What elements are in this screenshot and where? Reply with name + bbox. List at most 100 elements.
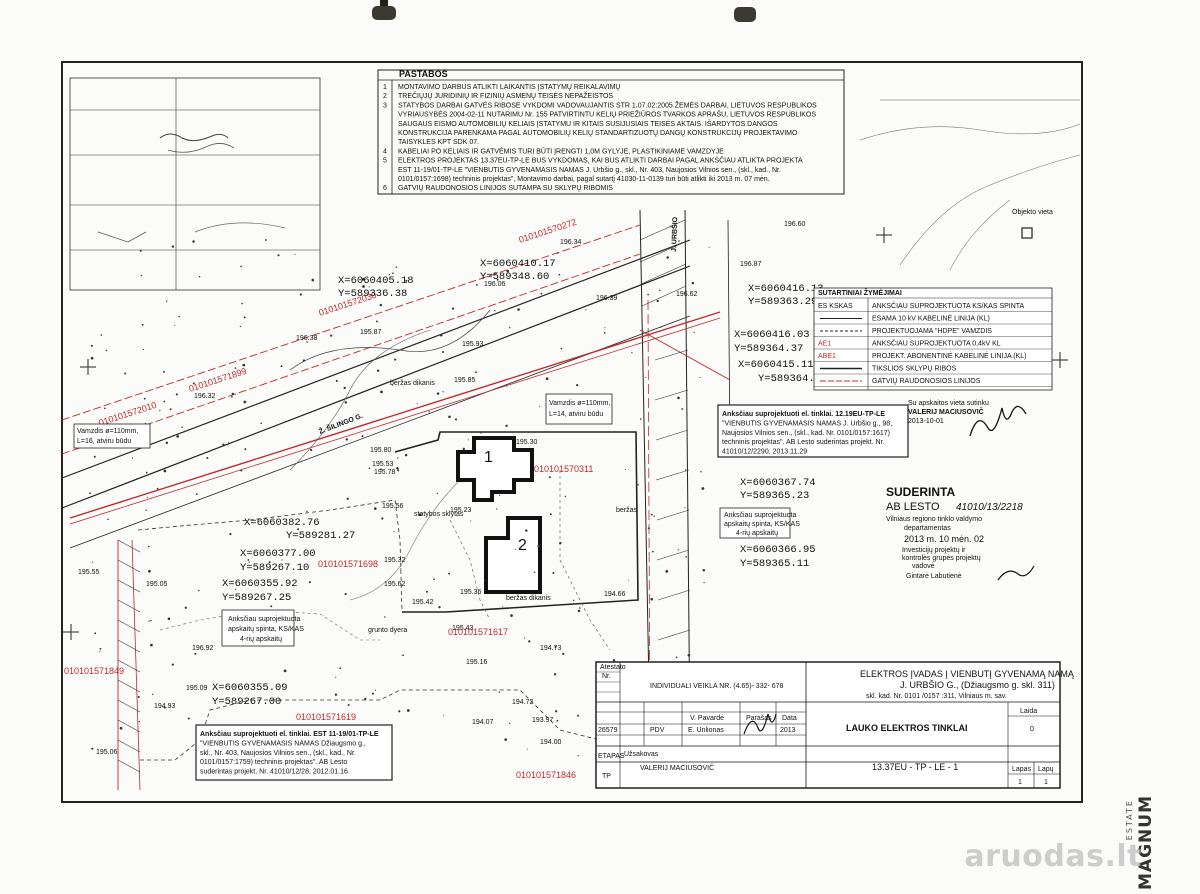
- callout-line: techninis projektas". AB Lesto suderinta…: [722, 439, 884, 446]
- svg-text:Anksčiau suprojektuota: Anksčiau suprojektuota: [724, 512, 796, 519]
- coord-x: X=6060355.09: [212, 682, 288, 694]
- coord-y: Y=589267.00: [212, 696, 281, 708]
- note-line: KABELIAI PO KELIAIS IR GATVĖMIS TURI BŪT…: [398, 146, 724, 155]
- svg-text:TP: TP: [602, 773, 611, 780]
- svg-text:1: 1: [1018, 779, 1022, 786]
- svg-text:Anksčiau suprojektuota: Anksčiau suprojektuota: [228, 616, 300, 623]
- elevation-label: 193.97: [532, 717, 554, 724]
- svg-text:VALERIJ MACIUSOVIČ: VALERIJ MACIUSOVIČ: [908, 407, 984, 416]
- svg-text:PDV: PDV: [650, 727, 665, 734]
- coord-y: Y=589364.93: [758, 373, 827, 385]
- coord-y: Y=589365.11: [740, 558, 809, 570]
- svg-text:skl. kad. Nr. 0101 /0157 :311,: skl. kad. Nr. 0101 /0157 :311, Vilniaus …: [866, 693, 1007, 700]
- note-line: GATVIŲ RAUDONOSIOS LINIJOS SUTAMPA SU SK…: [398, 185, 613, 192]
- legend-label: PROJEKTUOJAMA "HDPE" VAMZDIS: [872, 328, 992, 335]
- svg-text:vadovė: vadovė: [912, 563, 935, 570]
- tree-label: beržas dikanis: [390, 380, 435, 387]
- note-line: TAISYKLES KPT SDK 07.: [398, 139, 479, 146]
- elevation-label: 196.87: [740, 261, 762, 268]
- elevation-label: 196.39: [596, 295, 618, 302]
- elevation-labels: 196.34196.60196.87196.62196.39196.06195.…: [78, 221, 806, 756]
- pipe-note-left: Vamzdis ø=110mm, L=16, atviru būdu: [73, 423, 151, 449]
- svg-text:Data: Data: [782, 715, 797, 722]
- note-number: 3: [383, 102, 387, 109]
- note-number: 2: [383, 93, 387, 100]
- svg-text:LAUKO ELEKTROS TINKLAI: LAUKO ELEKTROS TINKLAI: [846, 723, 968, 733]
- callout-est-11-19: Anksčiau suprojektuoti el. tinklai. EST …: [195, 724, 393, 781]
- note-line: SAUGAUS EISMO AUTOMOBILIŲ KELIAIS ĮSTATY…: [398, 119, 778, 128]
- svg-text:Užsakovas: Užsakovas: [624, 751, 659, 758]
- legend-row: ESAMA 10 kV KABELINĖ LINIJA (KL): [814, 314, 1052, 325]
- svg-text:ETAPAS: ETAPAS: [598, 753, 625, 760]
- consent-block: Su apskaitos vieta sutinku VALERIJ MACIU…: [908, 400, 1027, 437]
- legend-label: GATVIŲ RAUDONOSIOS LINIJOS: [872, 378, 981, 385]
- legend-symbol: ES KSKAS: [818, 303, 853, 310]
- svg-text:Lapų: Lapų: [1038, 766, 1054, 773]
- svg-text:V. Pavardė: V. Pavardė: [690, 715, 724, 722]
- legend-label: PROJEKT. ABONENTINĖ KABELINĖ LINIJA (KL): [872, 351, 1026, 360]
- callout-line: Anksčiau suprojektuoti el. tinklai. EST …: [200, 731, 379, 738]
- svg-text:Parašas: Parašas: [746, 715, 772, 722]
- elevation-label: 195.80: [370, 447, 392, 454]
- coord-x: X=6060382.76: [244, 517, 320, 529]
- svg-text:Atestato: Atestato: [600, 664, 626, 671]
- coord-y: Y=589267.10: [240, 562, 309, 574]
- elevation-label: 196.92: [192, 645, 214, 652]
- svg-text:L=14, atviru būdu: L=14, atviru būdu: [549, 411, 603, 418]
- building-2: 2: [484, 516, 542, 594]
- coord-y: Y=589267.25: [222, 592, 291, 604]
- parcel-label: 010101571846: [516, 770, 576, 780]
- approval-stamps-left: [69, 77, 321, 291]
- note-line: 0101/0157:1698) techninis projektas", Mo…: [398, 176, 770, 183]
- parcel-label: 010101571899: [188, 366, 248, 394]
- callout-line: 41010/12/2290, 2013.11.29: [722, 449, 807, 456]
- cabinet-note-left: Anksčiau suprojektuota apskaitų spinta, …: [221, 609, 304, 647]
- elevation-label: 196.06: [484, 281, 506, 288]
- svg-text:J. URBŠIO G., (Džiaugsmo g. sk: J. URBŠIO G., (Džiaugsmo g. skl. 311): [900, 680, 1055, 690]
- parcel-label: 010101571619: [296, 712, 356, 722]
- elevation-label: 194.72: [512, 699, 534, 706]
- note-line: MONTAVIMO DARBUS ATLIKTI LAIKANTIS ĮSTAT…: [398, 84, 620, 91]
- coord-x: X=6060377.00: [240, 548, 316, 560]
- svg-text:ELEKTROS ĮVADAS Į VIENBUTĮ GYV: ELEKTROS ĮVADAS Į VIENBUTĮ GYVENAMĄ NAMĄ: [860, 669, 1075, 679]
- svg-text:SUDERINTA: SUDERINTA: [886, 485, 955, 499]
- legend-row: ES KSKAS ANKSČIAU SUPROJEKTUOTA KS/KAS SP…: [814, 301, 1052, 312]
- svg-text:E. Unlionas: E. Unlionas: [688, 727, 724, 734]
- cabinet-note-right: Anksčiau suprojektuota apskaitų spinta, …: [719, 507, 800, 539]
- elevation-label: 195.36: [460, 589, 482, 596]
- elevation-label: 195.06: [96, 749, 118, 756]
- parcel-label: 010101571617: [448, 627, 508, 637]
- pipe-note-right: Vamzdis ø=110mm, L=14, atviru būdu: [545, 393, 613, 425]
- legend-header: SUTARTINIAI ŽYMĖJIMAI: [818, 288, 902, 297]
- svg-text:Laida: Laida: [1020, 708, 1037, 715]
- legend-label: ESAMA 10 kV KABELINĖ LINIJA (KL): [872, 314, 990, 323]
- svg-text:Investicijų projektų ir: Investicijų projektų ir: [902, 547, 966, 554]
- building-1-number: 1: [484, 449, 493, 466]
- notes-box: [377, 69, 845, 195]
- building-1: 1: [456, 436, 534, 502]
- callout-12-19eu: Anksčiau suprojektuoti el. tinklai. 12.1…: [717, 404, 909, 458]
- elevation-label: 195.62: [384, 581, 406, 588]
- elevation-label: 194.07: [472, 719, 494, 726]
- notes-header: PASTABOS: [399, 69, 448, 79]
- note-line: VYRIAUSYBĖS 2004-02-11 NUTARIMU Nr. 155 …: [398, 110, 816, 119]
- coord-y: Y=589365.23: [740, 490, 809, 502]
- legend-label: ANKSČIAU SUPROJEKTUOTA KS/KAS SPINTA: [872, 301, 1025, 310]
- approval-stamp: SUDERINTA AB LESTO 41010/13/2218 Vilniau…: [886, 485, 1035, 581]
- elevation-label: 195.85: [454, 377, 476, 384]
- ground-label: grunto dyera: [368, 627, 407, 634]
- svg-text:26579: 26579: [598, 727, 618, 734]
- parcel-label: 010101570311: [534, 464, 593, 474]
- legend-row: GATVIŲ RAUDONOSIOS LINIJOS: [814, 378, 1052, 387]
- elevation-label: 196.38: [296, 335, 318, 342]
- callout-line: skl., Nr. 403, Naujosios Vilnios sen., (…: [200, 750, 356, 757]
- note-number: 6: [383, 185, 387, 192]
- legend-symbol: AE1: [818, 341, 831, 348]
- drawing-frame: [61, 61, 1083, 803]
- tree-label: beržas: [616, 507, 638, 514]
- callout-line: "VIENBUTIS GYVENAMASIS NAMAS Džiaugsmo g…: [200, 740, 366, 747]
- svg-text:kontrolės grupės projektų: kontrolės grupės projektų: [902, 555, 981, 562]
